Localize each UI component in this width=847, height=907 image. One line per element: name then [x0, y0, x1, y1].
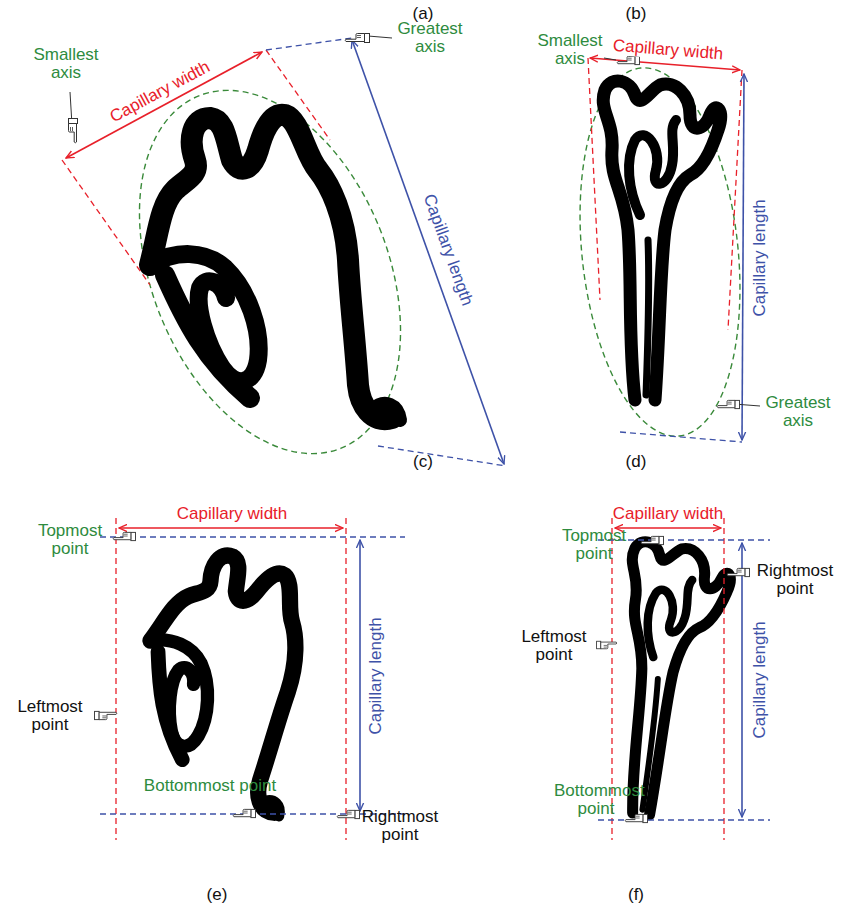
length-label: Capillary length — [751, 619, 769, 740]
figure-stroke — [598, 819, 770, 820]
panel-letter: (d) — [626, 453, 647, 471]
figure-stroke — [345, 518, 346, 840]
figure-stroke — [352, 40, 504, 464]
figure-stroke — [100, 536, 405, 537]
figure-part — [727, 568, 749, 576]
axis-label: Greatest axis — [393, 20, 467, 56]
figure-stroke — [563, 60, 757, 444]
panel-letter: (c) — [413, 453, 433, 471]
figure-stroke — [359, 540, 361, 811]
figure-part — [641, 536, 663, 544]
panel-letter: (b) — [626, 5, 647, 23]
figure-part — [108, 538, 364, 817]
figure-part — [337, 810, 359, 818]
figure-stroke — [119, 527, 343, 529]
figure-part — [95, 711, 117, 719]
figure-part — [625, 814, 647, 822]
figure-part — [69, 119, 78, 143]
figure-stroke — [66, 52, 262, 158]
figure-part — [597, 641, 617, 649]
figure-stroke — [615, 527, 721, 529]
width-label: Capillary width — [177, 505, 288, 523]
axis-label: Smallest axis — [27, 46, 105, 82]
figure-stroke — [741, 543, 743, 817]
figure-stroke — [604, 58, 616, 60]
figure-stroke — [62, 160, 150, 285]
figure-stroke — [115, 518, 116, 840]
point-label: Rightmost point — [755, 562, 835, 598]
point-label: Leftmost point — [10, 698, 90, 734]
width-label: Capillary width — [105, 57, 214, 127]
point-label: Leftmost point — [514, 628, 594, 664]
figure-stroke — [89, 52, 450, 493]
figure-stroke — [266, 38, 352, 50]
length-label: Capillary length — [367, 615, 385, 736]
figure-part — [717, 400, 739, 408]
point-label: Bottommost point — [144, 777, 276, 795]
width-label: Capillary width — [610, 37, 726, 64]
figure-stroke — [378, 446, 506, 466]
point-label: Topmost point — [28, 522, 112, 558]
axis-label: Smallest axis — [531, 32, 609, 68]
length-label: Capillary length — [751, 197, 769, 318]
figure-stroke — [588, 58, 600, 300]
panel-e — [95, 518, 405, 840]
figure-stroke — [723, 518, 724, 840]
panel-c — [62, 34, 506, 493]
point-label: Topmost point — [552, 527, 636, 563]
figure-stroke — [620, 432, 742, 442]
axis-label: Greatest axis — [761, 394, 835, 430]
figure-part — [606, 540, 734, 820]
panel-letter: (e) — [207, 886, 228, 904]
figure-stroke — [266, 50, 330, 140]
figure-stroke — [742, 74, 744, 440]
figure-stroke — [368, 36, 392, 38]
length-label: Capillary length — [419, 190, 477, 310]
figure-part — [345, 34, 369, 43]
figure-stroke — [728, 70, 742, 330]
width-label: Capillary width — [613, 505, 724, 523]
point-label: Bottommost point — [554, 782, 638, 818]
figure-part — [603, 81, 720, 400]
panel-letter: (f) — [628, 886, 644, 904]
figure-part — [113, 532, 135, 540]
figure-part — [150, 115, 400, 420]
figure-part — [617, 56, 639, 64]
panel-d — [563, 56, 760, 444]
figure-part — [233, 809, 255, 817]
point-label: Rightmost point — [360, 808, 440, 844]
